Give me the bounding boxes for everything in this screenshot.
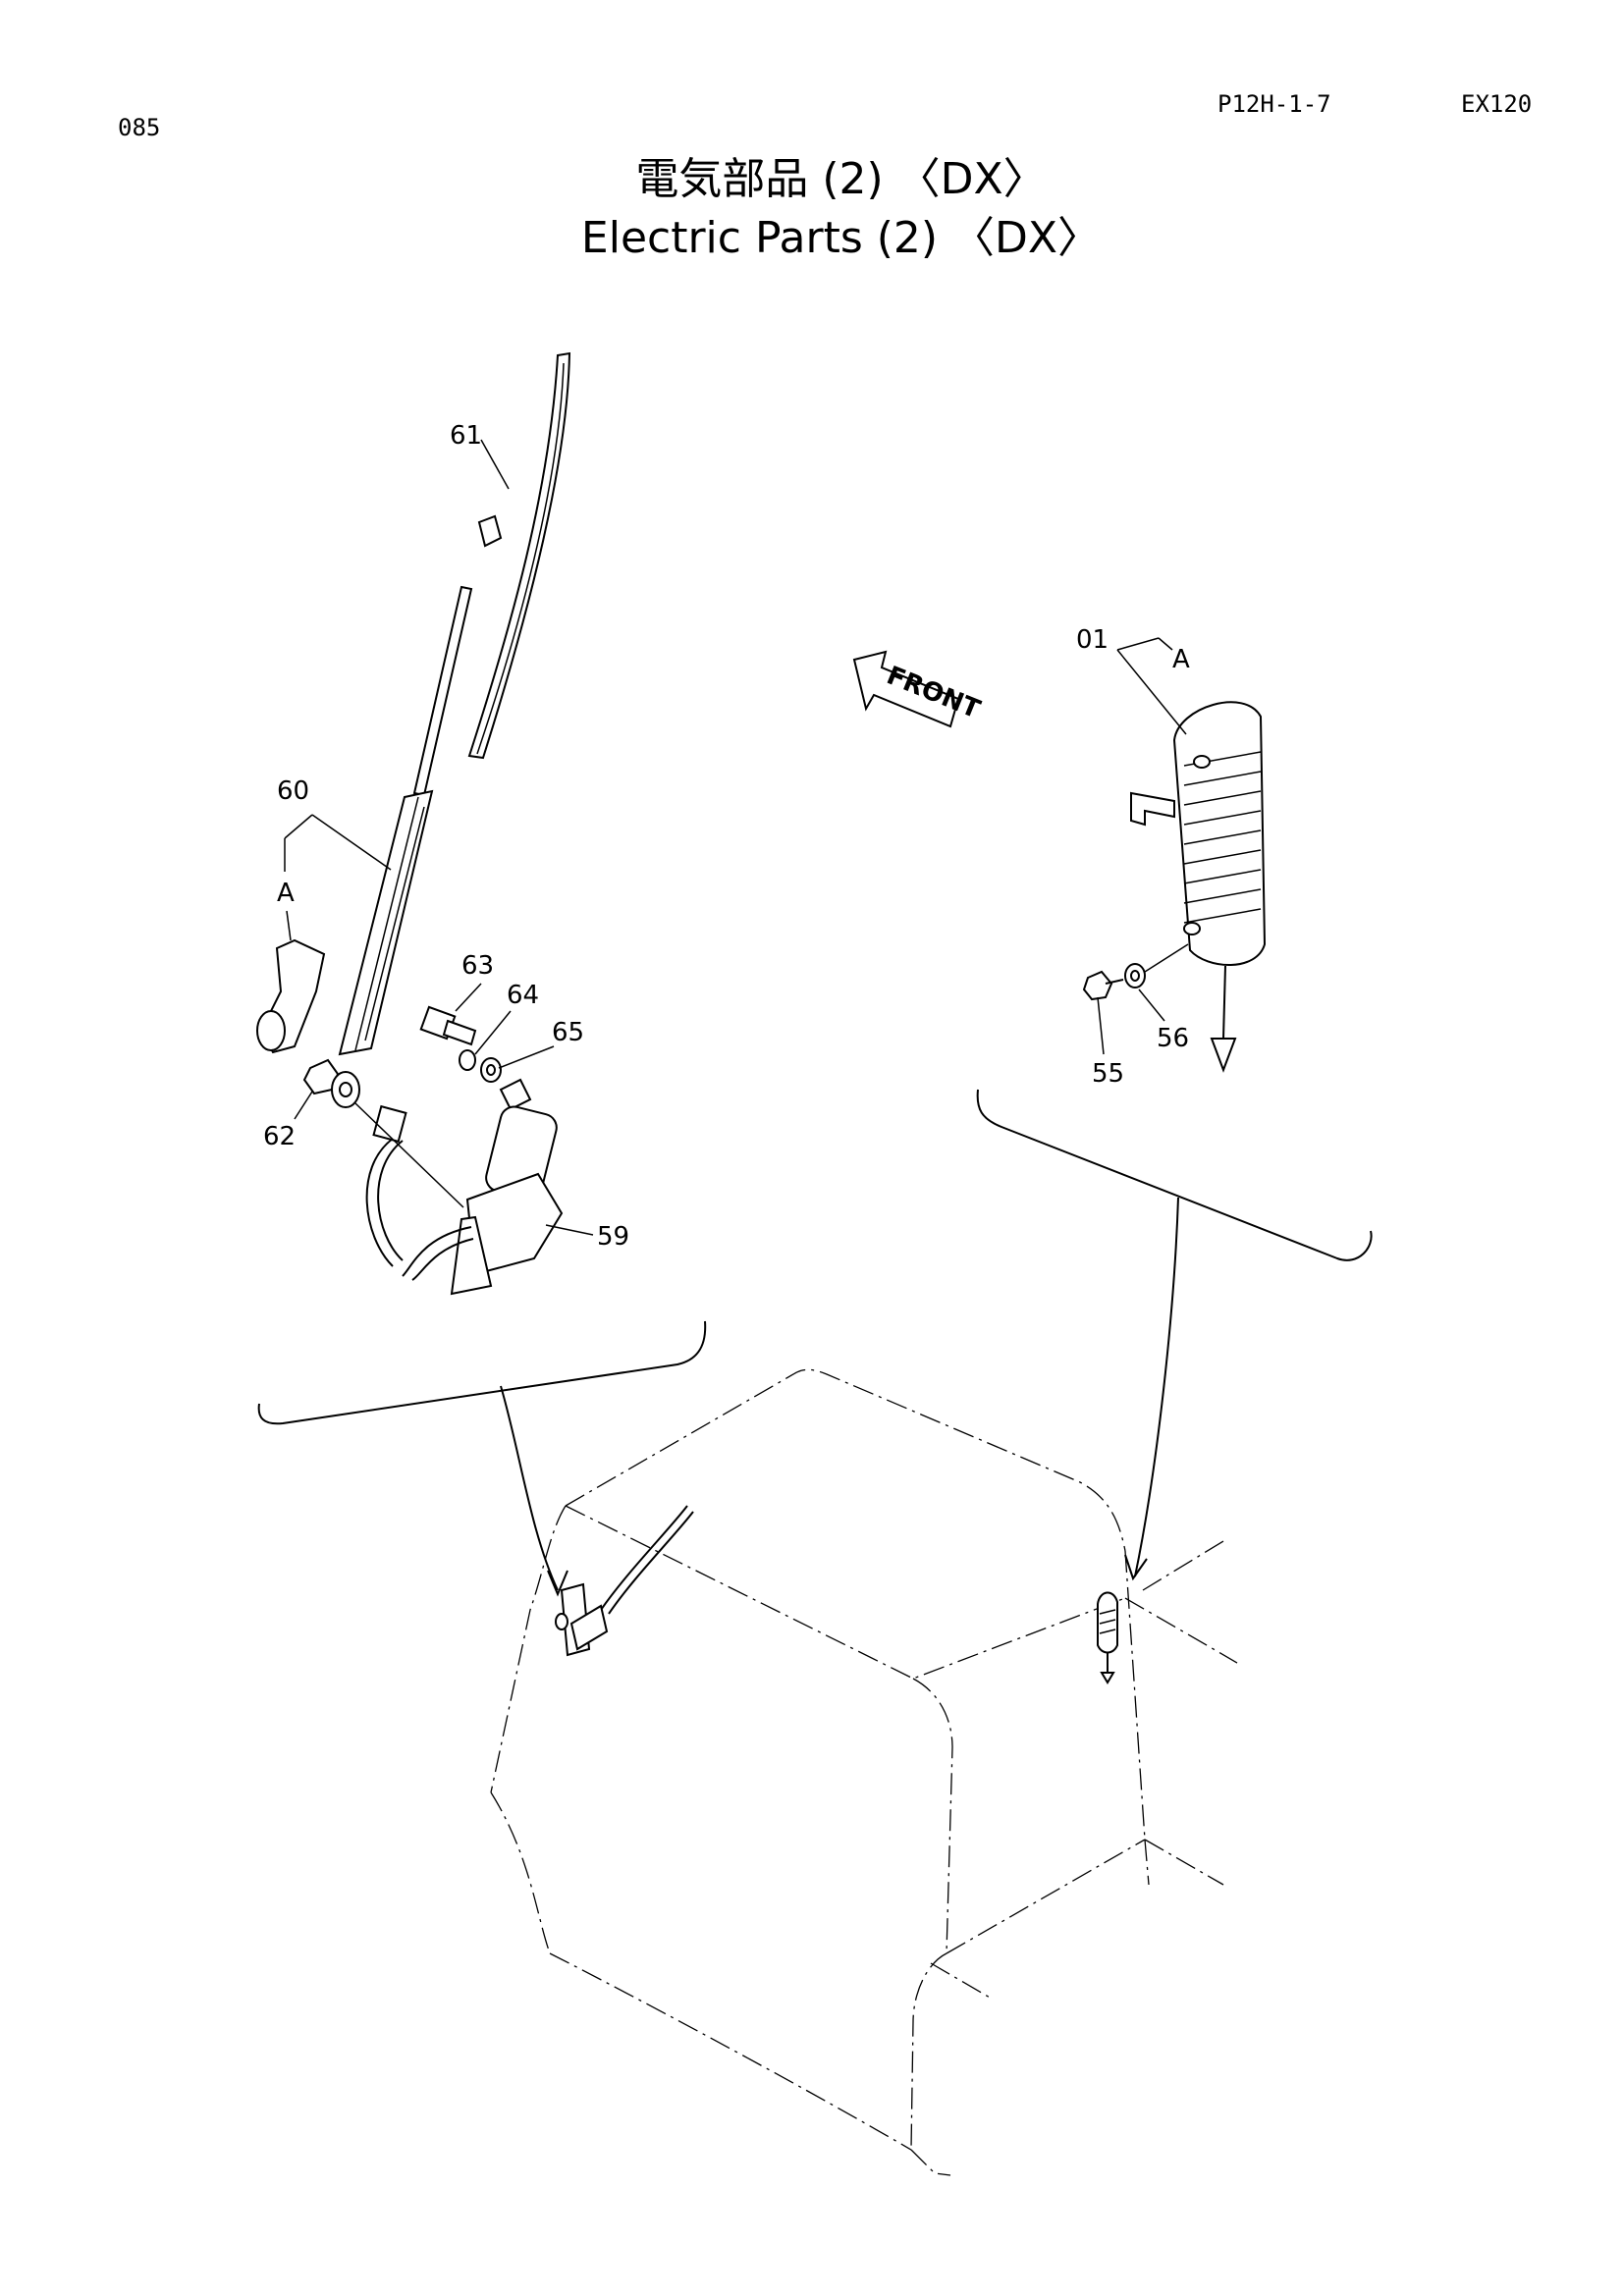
callout-01: 01: [1076, 625, 1109, 655]
callout-61: 61: [450, 421, 482, 451]
callout-64: 64: [507, 981, 539, 1010]
installed-wiper-mini: [555, 1505, 694, 1657]
model-code: EX120: [1461, 90, 1533, 118]
wiper-pivot: [331, 1071, 360, 1108]
wiper-arm-60: [338, 585, 473, 1056]
callout-55: 55: [1092, 1059, 1124, 1089]
front-direction-arrow: FRONT: [852, 650, 984, 728]
cab-outline: [490, 1368, 1238, 2176]
washer-65: [480, 1057, 502, 1083]
callout-59: 59: [597, 1222, 629, 1252]
callout-65: 65: [552, 1018, 584, 1047]
washer-56: [1124, 963, 1146, 988]
work-lamp-01: [1130, 701, 1267, 1073]
wiper-motor-59: [365, 1078, 564, 1296]
page-number: 085: [118, 114, 161, 141]
wiper-blade-61: [467, 351, 571, 760]
callout-63: 63: [461, 951, 494, 981]
title-japanese: 電気部品 (2) 〈DX〉: [635, 154, 1047, 204]
document-code: P12H-1-7: [1217, 90, 1331, 118]
callout-60-ref: A: [277, 879, 295, 908]
title-english: Electric Parts (2) 〈DX〉: [580, 213, 1102, 263]
callout-62: 62: [263, 1122, 296, 1151]
lock-washer-64: [459, 1049, 476, 1071]
callout-01-ref: A: [1172, 645, 1190, 674]
screw-55: [1082, 970, 1124, 1001]
wiper-clip: [256, 938, 326, 1054]
bolt-63: [419, 1005, 477, 1046]
callout-56: 56: [1157, 1024, 1189, 1053]
callout-60: 60: [277, 776, 309, 806]
installed-lamp-mini: [1097, 1591, 1118, 1684]
